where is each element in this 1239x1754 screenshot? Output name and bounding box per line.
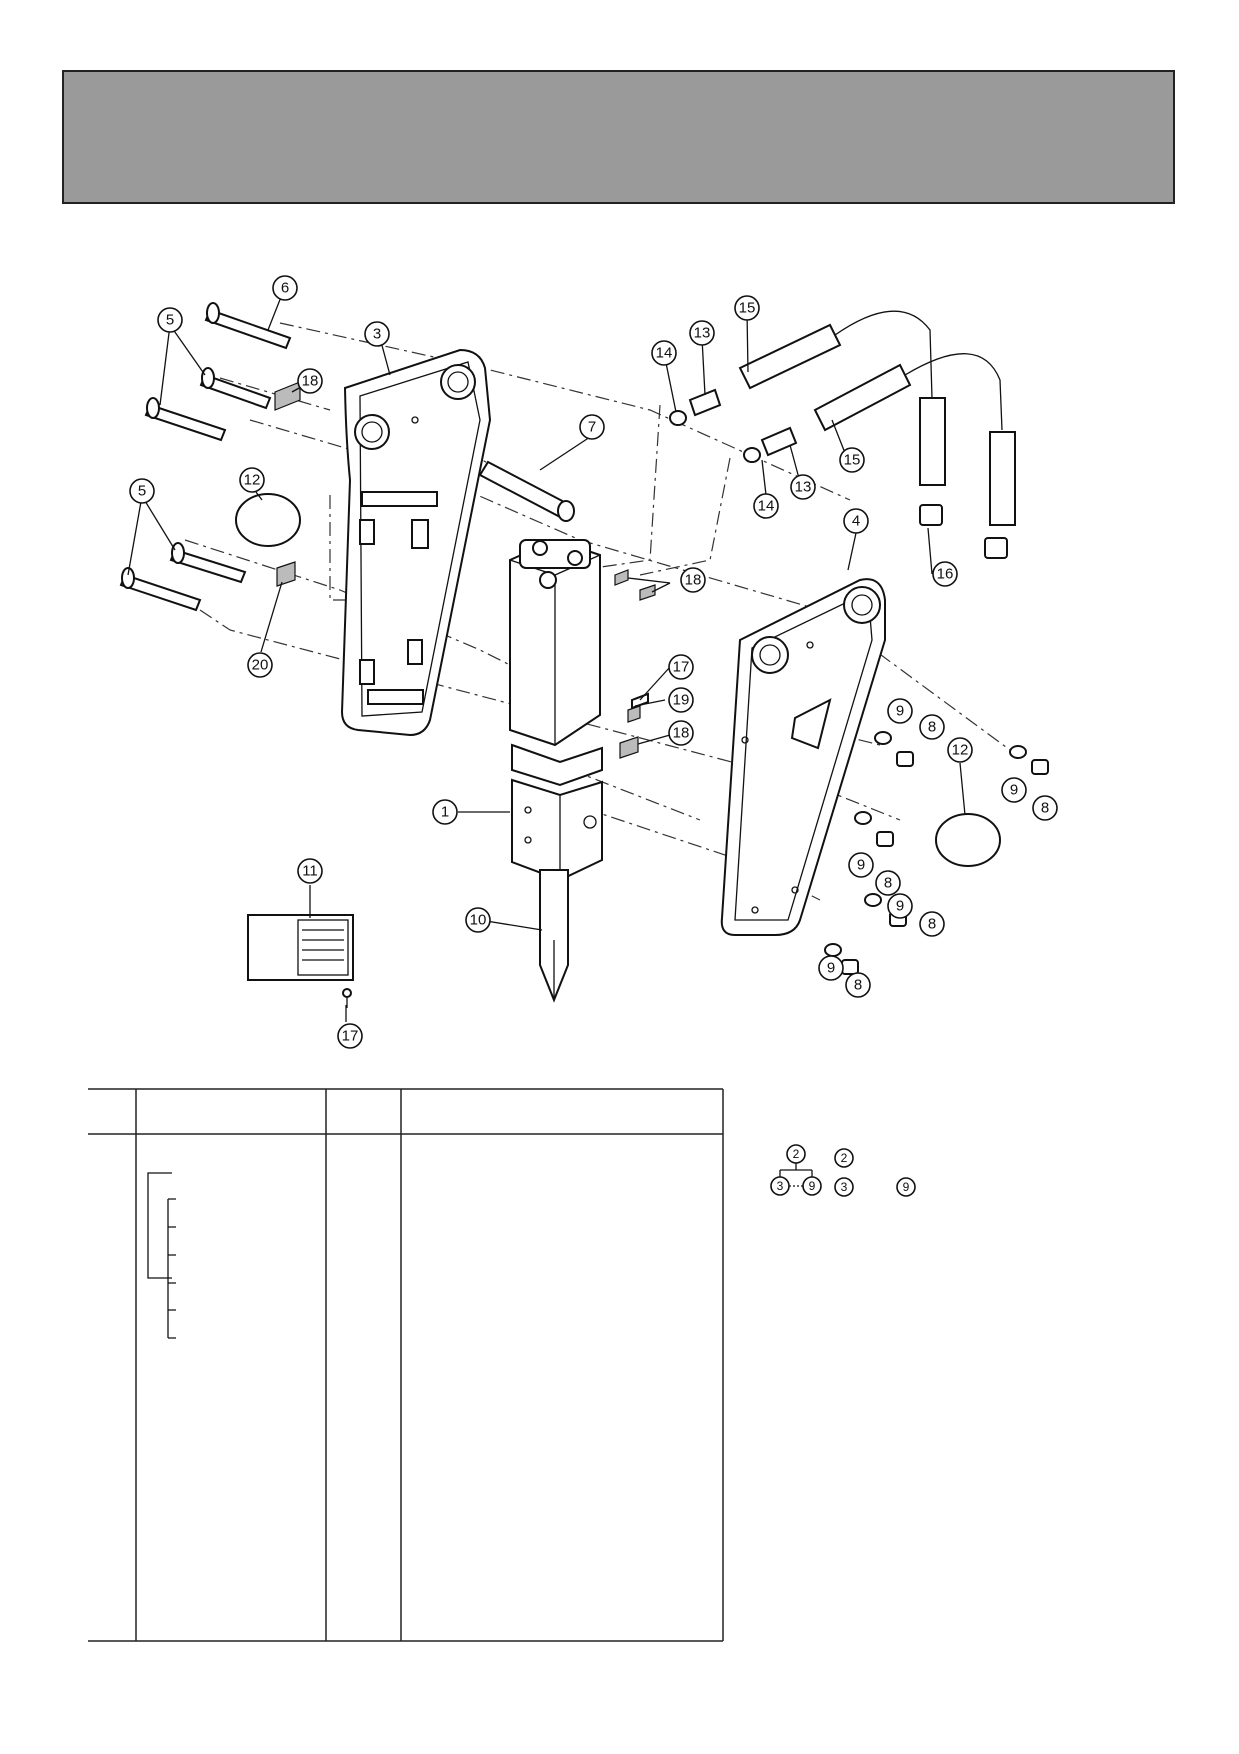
right-small-parts (614, 569, 1049, 975)
svg-text:9: 9 (809, 1179, 816, 1193)
callout-7: 7 (579, 414, 605, 440)
callout-13a: 13 (689, 320, 715, 346)
callout-11: 11 (297, 858, 323, 884)
svg-text:3: 3 (777, 1179, 784, 1193)
svg-text:9: 9 (896, 898, 904, 915)
svg-text:12: 12 (952, 742, 969, 759)
header-banner (62, 70, 1175, 204)
svg-text:12: 12 (244, 472, 261, 489)
svg-text:3: 3 (841, 1180, 848, 1194)
callout-17b: 17 (337, 1023, 363, 1049)
callout-20: 20 (247, 652, 273, 678)
callout-8e: 8 (845, 972, 871, 998)
callout-15b: 15 (839, 447, 865, 473)
callout-19: 19 (668, 687, 694, 713)
callout-18c: 18 (668, 720, 694, 746)
callout-12b: 12 (947, 737, 973, 763)
svg-text:4: 4 (852, 513, 860, 530)
callout-5a: 5 (157, 307, 183, 333)
svg-text:6: 6 (281, 280, 289, 297)
callout-5b: 5 (129, 478, 155, 504)
svg-text:8: 8 (928, 916, 936, 933)
callout-15a: 15 (734, 295, 760, 321)
svg-text:15: 15 (739, 300, 756, 317)
callout-14b: 14 (753, 493, 779, 519)
svg-text:8: 8 (884, 875, 892, 892)
svg-text:10: 10 (470, 912, 487, 929)
parts-table (88, 1088, 724, 1642)
callout-8a: 8 (919, 714, 945, 740)
callout-3: 3 (364, 321, 390, 347)
svg-text:8: 8 (854, 977, 862, 994)
svg-text:13: 13 (694, 325, 711, 342)
svg-text:14: 14 (656, 345, 673, 362)
callout-18a: 18 (297, 368, 323, 394)
callout-9c: 9 (848, 852, 874, 878)
svg-text:1: 1 (441, 804, 449, 821)
svg-text:11: 11 (302, 863, 318, 880)
svg-text:8: 8 (928, 719, 936, 736)
callout-8c: 8 (875, 870, 901, 896)
svg-text:2: 2 (841, 1151, 848, 1165)
svg-text:18: 18 (302, 373, 319, 390)
bolts (119, 302, 292, 612)
left-bracket-plate (340, 348, 492, 737)
hierarchy-legend: 2 3 9 2 3 9 (770, 1144, 916, 1197)
callout-9b: 9 (1001, 777, 1027, 803)
chisel-tool (539, 869, 569, 1003)
callout-16: 16 (932, 561, 958, 587)
svg-text:9: 9 (857, 857, 865, 874)
svg-text:3: 3 (373, 326, 381, 343)
svg-text:18: 18 (685, 572, 702, 589)
callout-18b: 18 (680, 567, 706, 593)
svg-text:17: 17 (342, 1028, 359, 1045)
svg-text:9: 9 (827, 960, 835, 977)
svg-text:13: 13 (795, 479, 812, 496)
callout-14a: 14 (651, 340, 677, 366)
callout-9e: 9 (818, 955, 844, 981)
callout-9a: 9 (887, 698, 913, 724)
callout-10: 10 (465, 907, 491, 933)
svg-text:20: 20 (252, 657, 269, 674)
svg-text:15: 15 (844, 452, 861, 469)
svg-text:16: 16 (937, 566, 954, 583)
svg-text:17: 17 (673, 659, 690, 676)
svg-text:9: 9 (896, 703, 904, 720)
svg-text:19: 19 (673, 692, 690, 709)
right-bracket-plate (720, 578, 886, 936)
svg-text:7: 7 (588, 419, 596, 436)
callout-9d: 9 (887, 893, 913, 919)
svg-text:5: 5 (138, 483, 146, 500)
callout-1: 1 (432, 799, 458, 825)
svg-text:5: 5 (166, 312, 174, 329)
callout-13b: 13 (790, 474, 816, 500)
breaker-body (509, 538, 603, 882)
svg-text:2: 2 (793, 1147, 800, 1161)
callout-6: 6 (272, 275, 298, 301)
svg-text:18: 18 (673, 725, 690, 742)
left-small-parts (235, 381, 301, 587)
callout-8b: 8 (1032, 795, 1058, 821)
callout-8d: 8 (919, 911, 945, 937)
svg-text:14: 14 (758, 498, 775, 515)
callout-17a: 17 (668, 654, 694, 680)
nameplate (247, 914, 354, 1008)
svg-text:9: 9 (1010, 782, 1018, 799)
hydraulic-hoses (669, 310, 1016, 559)
svg-text:9: 9 (903, 1180, 910, 1194)
callout-12a: 12 (239, 467, 265, 493)
svg-text:8: 8 (1041, 800, 1049, 817)
callout-4: 4 (843, 508, 869, 534)
connecting-pin (478, 460, 575, 522)
